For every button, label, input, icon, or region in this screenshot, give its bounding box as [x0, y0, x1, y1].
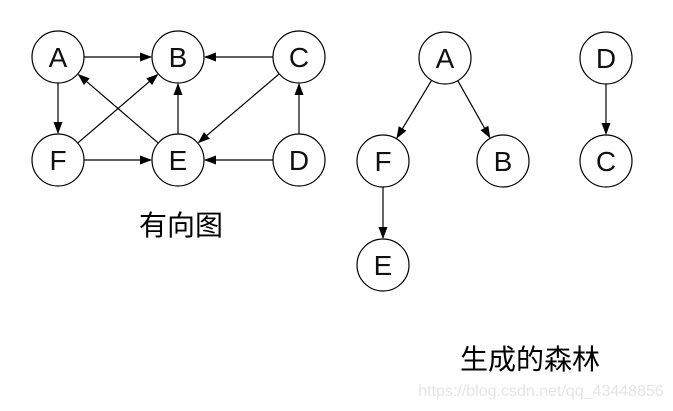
node-E: [151, 133, 205, 187]
node-label-B: B: [494, 146, 513, 177]
edge-A-to-F: [396, 79, 433, 139]
node-F: [356, 134, 410, 188]
watermark-text: https://blog.csdn.net/qq_43448856: [418, 383, 664, 400]
node-C: [579, 134, 633, 188]
node-A: [31, 30, 85, 84]
node-label-C: C: [596, 146, 616, 177]
edge-A-to-B: [457, 80, 491, 139]
node-D: [272, 133, 326, 187]
directed-graph: A B C F E D: [31, 30, 326, 187]
node-label-F: F: [49, 145, 66, 176]
node-B: [151, 30, 205, 84]
node-label-D: D: [289, 145, 309, 176]
edge-F-to-B: [77, 73, 159, 144]
node-label-C: C: [289, 42, 309, 73]
node-label-A: A: [49, 42, 68, 73]
node-label-E: E: [374, 250, 393, 281]
node-label-D: D: [596, 43, 616, 74]
node-label-A: A: [436, 43, 455, 74]
spanning-forest: A F B E D C: [356, 31, 633, 292]
node-B: [476, 134, 530, 188]
node-E: [356, 238, 410, 292]
node-label-E: E: [169, 145, 188, 176]
node-F: [31, 133, 85, 187]
directed-graph-caption: 有向图: [138, 210, 224, 241]
node-A: [418, 31, 472, 85]
node-D: [579, 31, 633, 85]
edge-C-to-E: [197, 73, 280, 144]
forest-caption: 生成的森林: [459, 344, 601, 375]
node-label-B: B: [169, 42, 188, 73]
node-C: [272, 30, 326, 84]
node-label-F: F: [374, 146, 391, 177]
